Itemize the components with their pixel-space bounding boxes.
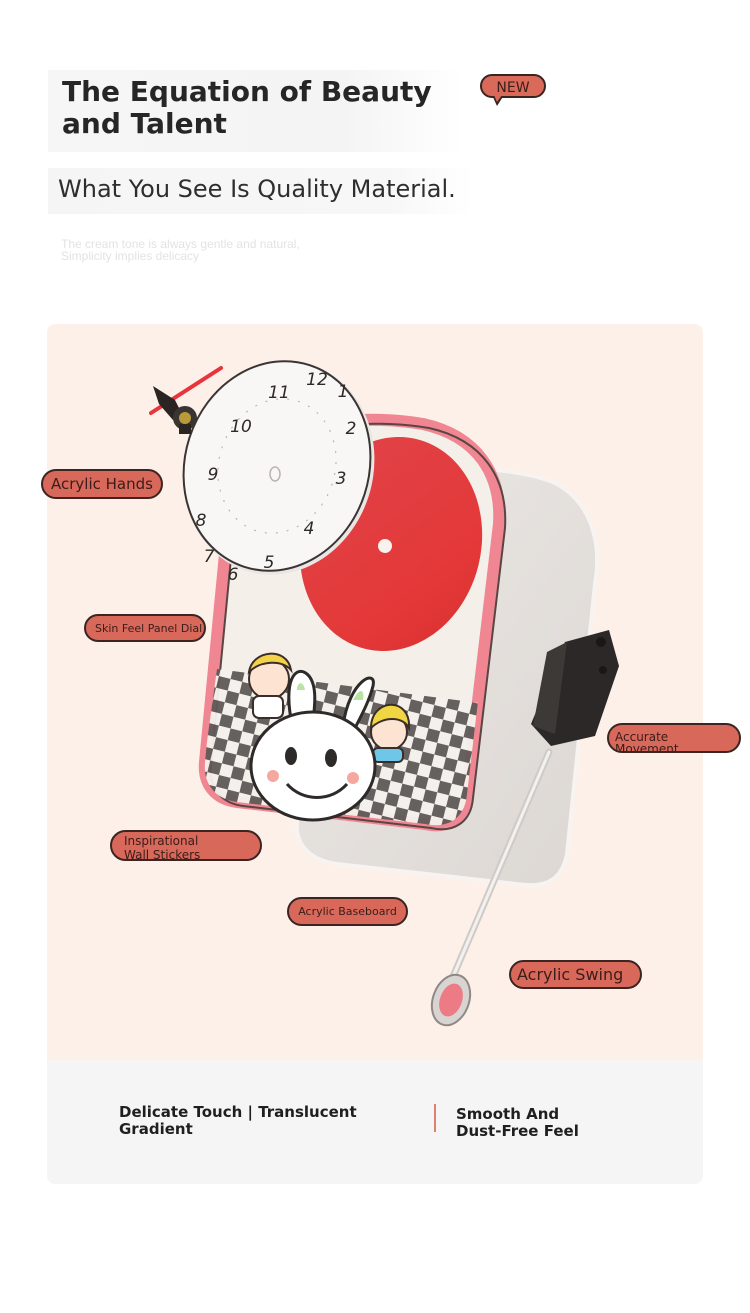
label-inspirational-stickers: Inspirational Wall Stickers <box>110 830 262 861</box>
girl-sticker <box>369 703 411 763</box>
exploded-clock-illustration: 12 1 2 3 4 5 6 7 8 9 10 11 <box>149 360 619 1027</box>
dial-number-3: 3 <box>336 469 347 489</box>
bunny-sticker <box>249 669 377 822</box>
caption-line-1: The cream tone is always gentle and natu… <box>61 237 300 251</box>
feature-right: Smooth And Dust-Free Feel <box>456 1105 579 1140</box>
dial-number-9: 9 <box>208 465 219 485</box>
page-subtitle: What You See Is Quality Material. <box>58 175 456 203</box>
dial-number-12: 12 <box>306 370 328 390</box>
label-acrylic-baseboard: Acrylic Baseboard <box>287 897 408 926</box>
feature-left: Delicate Touch | Translucent Gradient <box>119 1103 357 1138</box>
dial-number-7: 7 <box>204 547 215 567</box>
product-panel: 12 1 2 3 4 5 6 7 8 9 10 11 <box>47 324 703 1060</box>
caption-line-2: Simplicity implies delicacy <box>61 249 200 263</box>
feature-divider <box>434 1104 436 1132</box>
page-title: The Equation of Beauty and Talent <box>62 75 432 140</box>
boy-sticker <box>247 652 293 719</box>
label-acrylic-hands: Acrylic Hands <box>41 469 163 499</box>
acrylic-swing <box>430 748 553 1027</box>
dial-number-2: 2 <box>346 419 357 439</box>
dial-number-4: 4 <box>304 519 315 539</box>
dial-number-1: 1 <box>338 382 349 402</box>
label-skin-feel-dial: Skin Feel Panel Dial <box>84 614 206 642</box>
caption: The cream tone is always gentle and natu… <box>61 238 300 262</box>
acrylic-hands <box>149 366 223 434</box>
dial-number-8: 8 <box>196 511 207 531</box>
clock-face: 12 1 2 3 4 5 6 7 8 9 10 11 <box>182 360 375 585</box>
label-accurate-movement: Accurate Movement Mechanism <box>607 723 741 753</box>
label-acrylic-swing: Acrylic Swing <box>509 960 642 989</box>
new-badge: NEW <box>480 74 546 98</box>
dial-number-6: 6 <box>228 565 239 585</box>
subtitle-background <box>48 168 474 214</box>
dial-number-10: 10 <box>230 417 252 437</box>
dial-number-11: 11 <box>268 383 290 403</box>
badge-tail-fill <box>494 95 502 102</box>
inspirational-wall-stickers <box>247 652 411 822</box>
dial-number-5: 5 <box>264 553 275 573</box>
title-background <box>48 70 466 152</box>
feature-bar <box>47 1060 703 1184</box>
movement-mechanism <box>531 630 619 746</box>
